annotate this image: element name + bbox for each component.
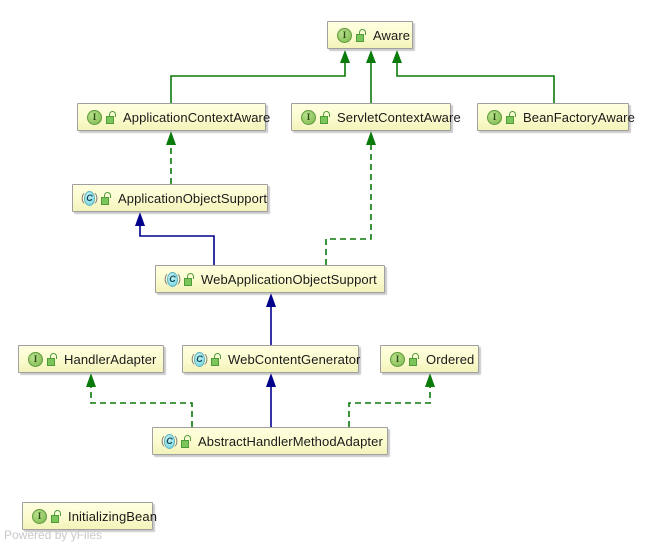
- class-node-label: BeanFactoryAware: [523, 109, 635, 125]
- class-node-webcontentgenerator[interactable]: (C) WebContentGenerator: [182, 345, 361, 373]
- interface-badge-icon: I: [28, 351, 43, 367]
- yfiles-watermark: Powered by yFiles: [4, 528, 103, 542]
- class-badge-icon: (C): [81, 190, 98, 206]
- class-badge-icon: (C): [191, 351, 208, 367]
- class-badge-icon: (C): [161, 433, 178, 449]
- edge-abstracthandlermethodadapter-implements-ordered: [348, 373, 435, 427]
- public-lock-icon: [47, 352, 58, 366]
- class-node-applicationobjectsupport[interactable]: (C) ApplicationObjectSupport: [72, 184, 268, 212]
- edge-webcontentgenerator-extends-webapplicationobjectsupport: [266, 293, 276, 345]
- class-node-label: WebContentGenerator: [228, 351, 361, 367]
- class-node-applicationcontextaware[interactable]: I ApplicationContextAware: [77, 103, 270, 131]
- class-badge-letter: C: [169, 273, 176, 284]
- interface-badge-icon: I: [337, 27, 352, 43]
- public-lock-icon: [51, 509, 62, 523]
- public-lock-icon: [506, 110, 517, 124]
- interface-badge-icon: I: [87, 109, 102, 125]
- edge-abstracthandlermethodadapter-implements-handleradapter: [86, 373, 193, 427]
- class-badge-letter: C: [196, 353, 203, 364]
- interface-badge-icon: I: [301, 109, 316, 125]
- class-node-label: ServletContextAware: [337, 109, 461, 125]
- public-lock-icon: [184, 272, 195, 286]
- class-node-ordered[interactable]: I Ordered: [380, 345, 479, 373]
- edge-beanfactoryaware-extends-aware: [392, 50, 555, 103]
- class-node-label: Ordered: [426, 351, 475, 367]
- interface-badge-letter: I: [306, 111, 311, 122]
- public-lock-icon: [106, 110, 117, 124]
- public-lock-icon: [211, 352, 222, 366]
- edge-servletcontextaware-extends-aware: [366, 50, 376, 103]
- interface-badge-icon: I: [487, 109, 502, 125]
- interface-badge-letter: I: [492, 111, 497, 122]
- class-node-label: InitializingBean: [68, 508, 158, 524]
- class-node-handleradapter[interactable]: I HandlerAdapter: [18, 345, 164, 373]
- edge-applicationobjectsupport-implements-applicationcontextaware: [166, 131, 176, 184]
- edge-webapplicationobjectsupport-implements-servletcontextaware: [325, 131, 376, 265]
- interface-badge-icon: I: [390, 351, 405, 367]
- interface-badge-letter: I: [37, 510, 42, 521]
- class-node-aware[interactable]: I Aware: [327, 21, 413, 49]
- class-badge-letter: C: [86, 192, 93, 203]
- class-node-label: AbstractHandlerMethodAdapter: [198, 433, 383, 449]
- edge-webapplicationobjectsupport-extends-applicationobjectsupport: [135, 212, 215, 265]
- class-node-beanfactoryaware[interactable]: I BeanFactoryAware: [477, 103, 635, 131]
- class-badge-icon: (C): [164, 271, 181, 287]
- edge-abstracthandlermethodadapter-extends-webcontentgenerator: [266, 373, 276, 427]
- interface-badge-letter: I: [395, 353, 400, 364]
- interface-badge-icon: I: [32, 508, 47, 524]
- edge-applicationcontextaware-extends-aware: [170, 50, 350, 103]
- class-badge-letter: C: [166, 435, 173, 446]
- interface-badge-letter: I: [92, 111, 97, 122]
- class-node-label: WebApplicationObjectSupport: [201, 271, 377, 287]
- class-node-label: ApplicationObjectSupport: [118, 190, 268, 206]
- interface-badge-letter: I: [33, 353, 38, 364]
- class-node-abstracthandlermethodadapter[interactable]: (C) AbstractHandlerMethodAdapter: [152, 427, 388, 455]
- public-lock-icon: [320, 110, 331, 124]
- class-node-label: HandlerAdapter: [64, 351, 157, 367]
- class-node-webapplicationobjectsupport[interactable]: (C) WebApplicationObjectSupport: [155, 265, 385, 293]
- class-node-label: ApplicationContextAware: [123, 109, 271, 125]
- public-lock-icon: [409, 352, 420, 366]
- public-lock-icon: [356, 28, 367, 42]
- public-lock-icon: [181, 434, 192, 448]
- public-lock-icon: [101, 191, 112, 205]
- class-node-label: Aware: [373, 27, 411, 43]
- class-node-servletcontextaware[interactable]: I ServletContextAware: [291, 103, 461, 131]
- interface-badge-letter: I: [342, 29, 347, 40]
- class-node-initializingbean[interactable]: I InitializingBean: [22, 502, 157, 530]
